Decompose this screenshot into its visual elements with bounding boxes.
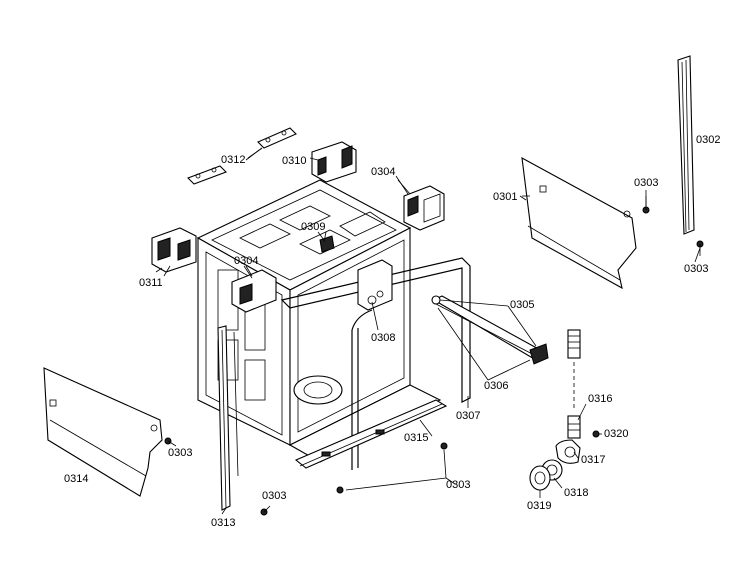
screw-0303-d [260,505,271,516]
screw-0303-b [696,240,704,256]
label-0306: 0306 [484,380,508,392]
side-panel-0301 [519,157,637,290]
leader-lines [163,147,701,515]
label-0311: 0311 [139,277,163,289]
strip-0313 [217,325,239,511]
front-panel-0314 [43,367,163,497]
label-0316: 0316 [588,393,612,405]
bracket-0308 [357,259,393,311]
label-0315: 0315 [404,432,428,444]
clip-0309 [317,231,335,253]
label-0305: 0305 [510,299,534,311]
label-0317: 0317 [581,454,605,466]
label-0303-b: 0303 [684,263,708,275]
label-0303-a: 0303 [634,177,658,189]
label-0304-top: 0304 [371,166,395,178]
label-0301: 0301 [493,191,517,203]
clip-0304-top [397,179,445,231]
label-0310: 0310 [282,155,306,167]
hinge-bracket-0312 [187,127,297,185]
rail-0315 [294,399,448,469]
label-0307: 0307 [456,410,480,422]
label-0314: 0314 [64,473,88,485]
label-0312: 0312 [221,154,245,166]
label-0303-d: 0303 [262,490,286,502]
spray-arm-0305 [431,295,549,365]
screw-0303-e [336,442,456,494]
label-0302: 0302 [696,134,720,146]
screw-0303-c [164,437,177,447]
washer-0319 [529,465,551,491]
label-0303-c: 0303 [168,447,192,459]
label-0313: 0313 [211,517,235,529]
label-0318: 0318 [564,487,588,499]
clip-0310 [311,141,357,183]
label-0303-e: 0303 [446,479,470,491]
label-0308: 0308 [371,332,395,344]
clip-0304-mid [231,265,277,313]
label-0319: 0319 [527,500,551,512]
pipe-0316 [567,329,581,439]
label-0320: 0320 [604,428,628,440]
label-0309: 0309 [301,221,325,233]
part-labels: 0312 0310 0304 0301 0303 0302 0303 0309 … [64,134,720,529]
elbow-0317 [555,439,581,464]
strip-0302 [677,55,695,235]
clip-0311 [151,227,197,273]
label-0304-mid: 0304 [234,255,258,267]
